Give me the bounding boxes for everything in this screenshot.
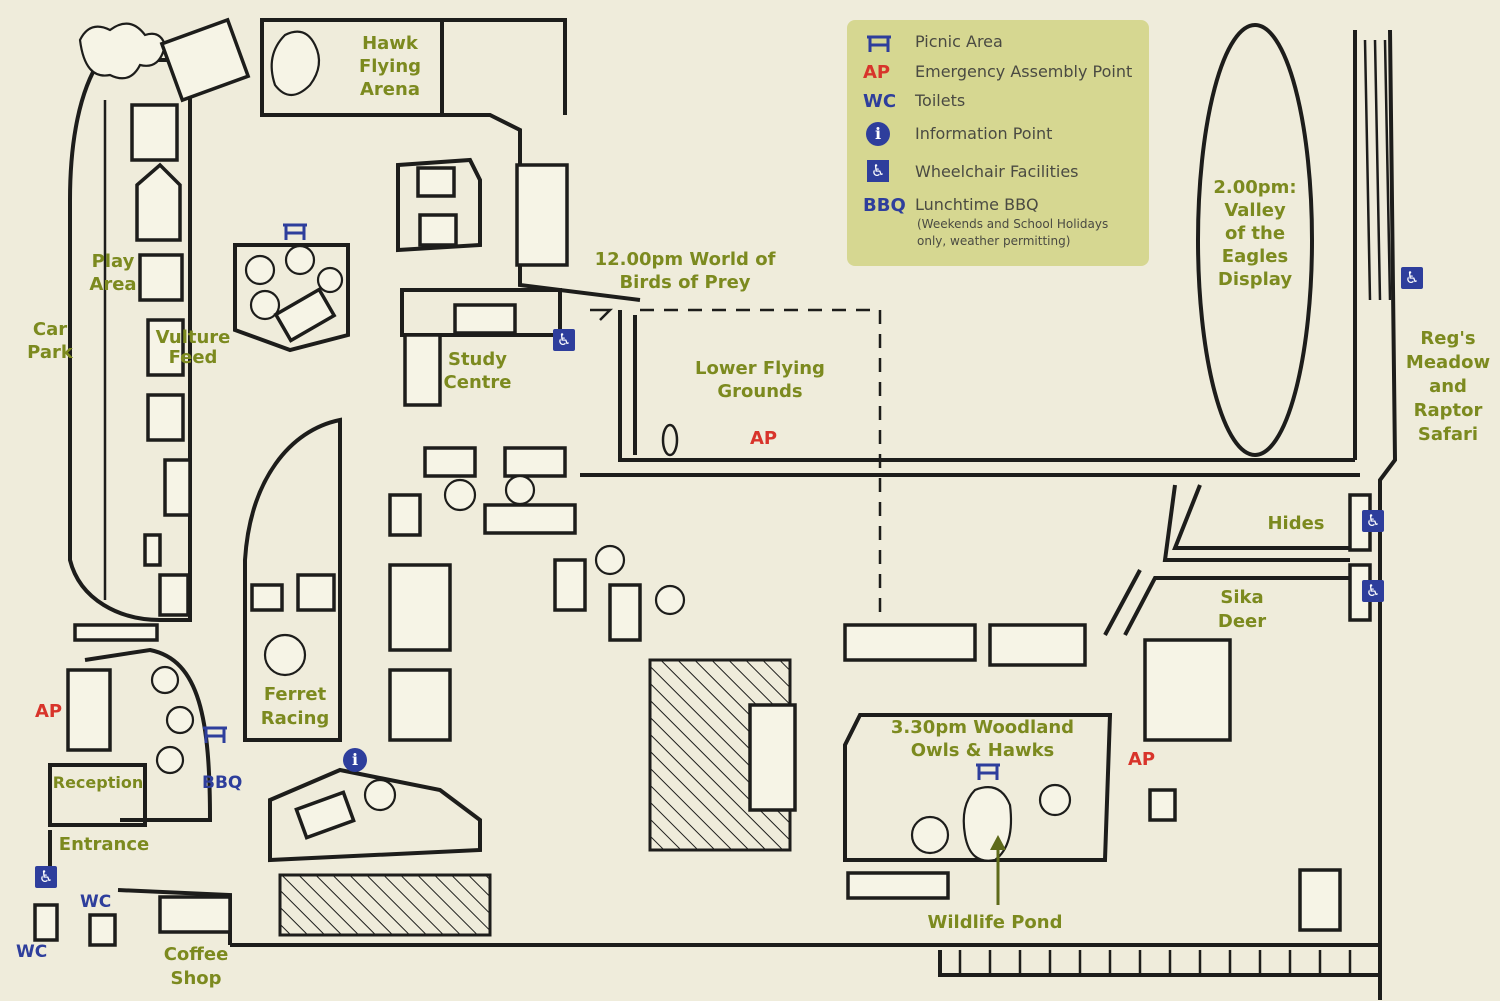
- wheelchair-icon: ♿: [553, 329, 575, 351]
- label-woodland-owls: 3.30pm Woodland Owls & Hawks: [890, 717, 1075, 761]
- label-coffee-shop: Coffee Shop: [163, 944, 229, 989]
- picnic-table-icon: [976, 763, 1000, 780]
- label-play-area: Play Area: [89, 251, 137, 295]
- assembly-point-marker: AP: [1128, 749, 1156, 770]
- legend-key: BBQ: [863, 195, 906, 216]
- wheelchair-icon: ♿: [1362, 580, 1384, 602]
- label-reception: Reception: [52, 773, 144, 792]
- label-ferret-racing: Ferret Racing: [260, 684, 330, 729]
- picnic-table-icon: [203, 726, 227, 743]
- legend-text: Toilets: [915, 91, 966, 110]
- label-regs-meadow: Reg's Meadow and Raptor Safari: [1405, 328, 1491, 445]
- legend-key: WC: [863, 91, 897, 112]
- wheelchair-icon: ♿: [867, 160, 889, 182]
- label-hides: Hides: [1267, 513, 1325, 534]
- map-legend: Picnic Area AP Emergency Assembly Point …: [847, 20, 1149, 266]
- label-lower-flying-grounds: Lower Flying Grounds: [695, 358, 825, 402]
- assembly-point-marker: AP: [35, 701, 63, 722]
- legend-text: Lunchtime BBQ: [915, 195, 1039, 214]
- label-valley-of-eagles: 2.00pm: Valley of the Eagles Display: [1213, 177, 1297, 290]
- toilet-marker: WC: [16, 942, 48, 962]
- label-wildlife-pond: Wildlife Pond: [927, 912, 1063, 933]
- legend-text: Information Point: [915, 124, 1053, 143]
- bbq-marker: BBQ: [202, 773, 243, 793]
- picnic-table-icon: [283, 223, 307, 240]
- wheelchair-icon: ♿: [1362, 510, 1384, 532]
- legend-bbq-note-line: only, weather permitting): [917, 234, 1071, 248]
- legend-bbq-note-line: (Weekends and School Holidays: [917, 217, 1109, 231]
- label-sika-deer: Sika Deer: [1217, 587, 1267, 632]
- label-vulture-feed: Vulture Feed: [155, 327, 231, 368]
- label-hawk-flying-arena: Hawk Flying Arena: [358, 33, 422, 100]
- legend-text: Wheelchair Facilities: [915, 162, 1079, 181]
- legend-text: Emergency Assembly Point: [915, 62, 1133, 81]
- label-study-centre: Study Centre: [443, 349, 512, 393]
- legend-bbq-note: (Weekends and School Holidays only, weat…: [917, 216, 1108, 250]
- legend-text: Picnic Area: [915, 32, 1003, 51]
- legend-key: AP: [863, 62, 891, 83]
- label-entrance: Entrance: [58, 834, 150, 855]
- wheelchair-icon: ♿: [35, 866, 57, 888]
- picnic-table-icon: [867, 35, 891, 52]
- label-car-park: Car Park: [27, 319, 73, 363]
- toilet-marker: WC: [80, 892, 112, 912]
- info-icon: i: [343, 748, 367, 772]
- assembly-point-marker: AP: [750, 428, 778, 449]
- label-world-of-birds: 12.00pm World of Birds of Prey: [594, 249, 776, 293]
- info-icon: i: [866, 122, 890, 146]
- wheelchair-icon: ♿: [1401, 267, 1423, 289]
